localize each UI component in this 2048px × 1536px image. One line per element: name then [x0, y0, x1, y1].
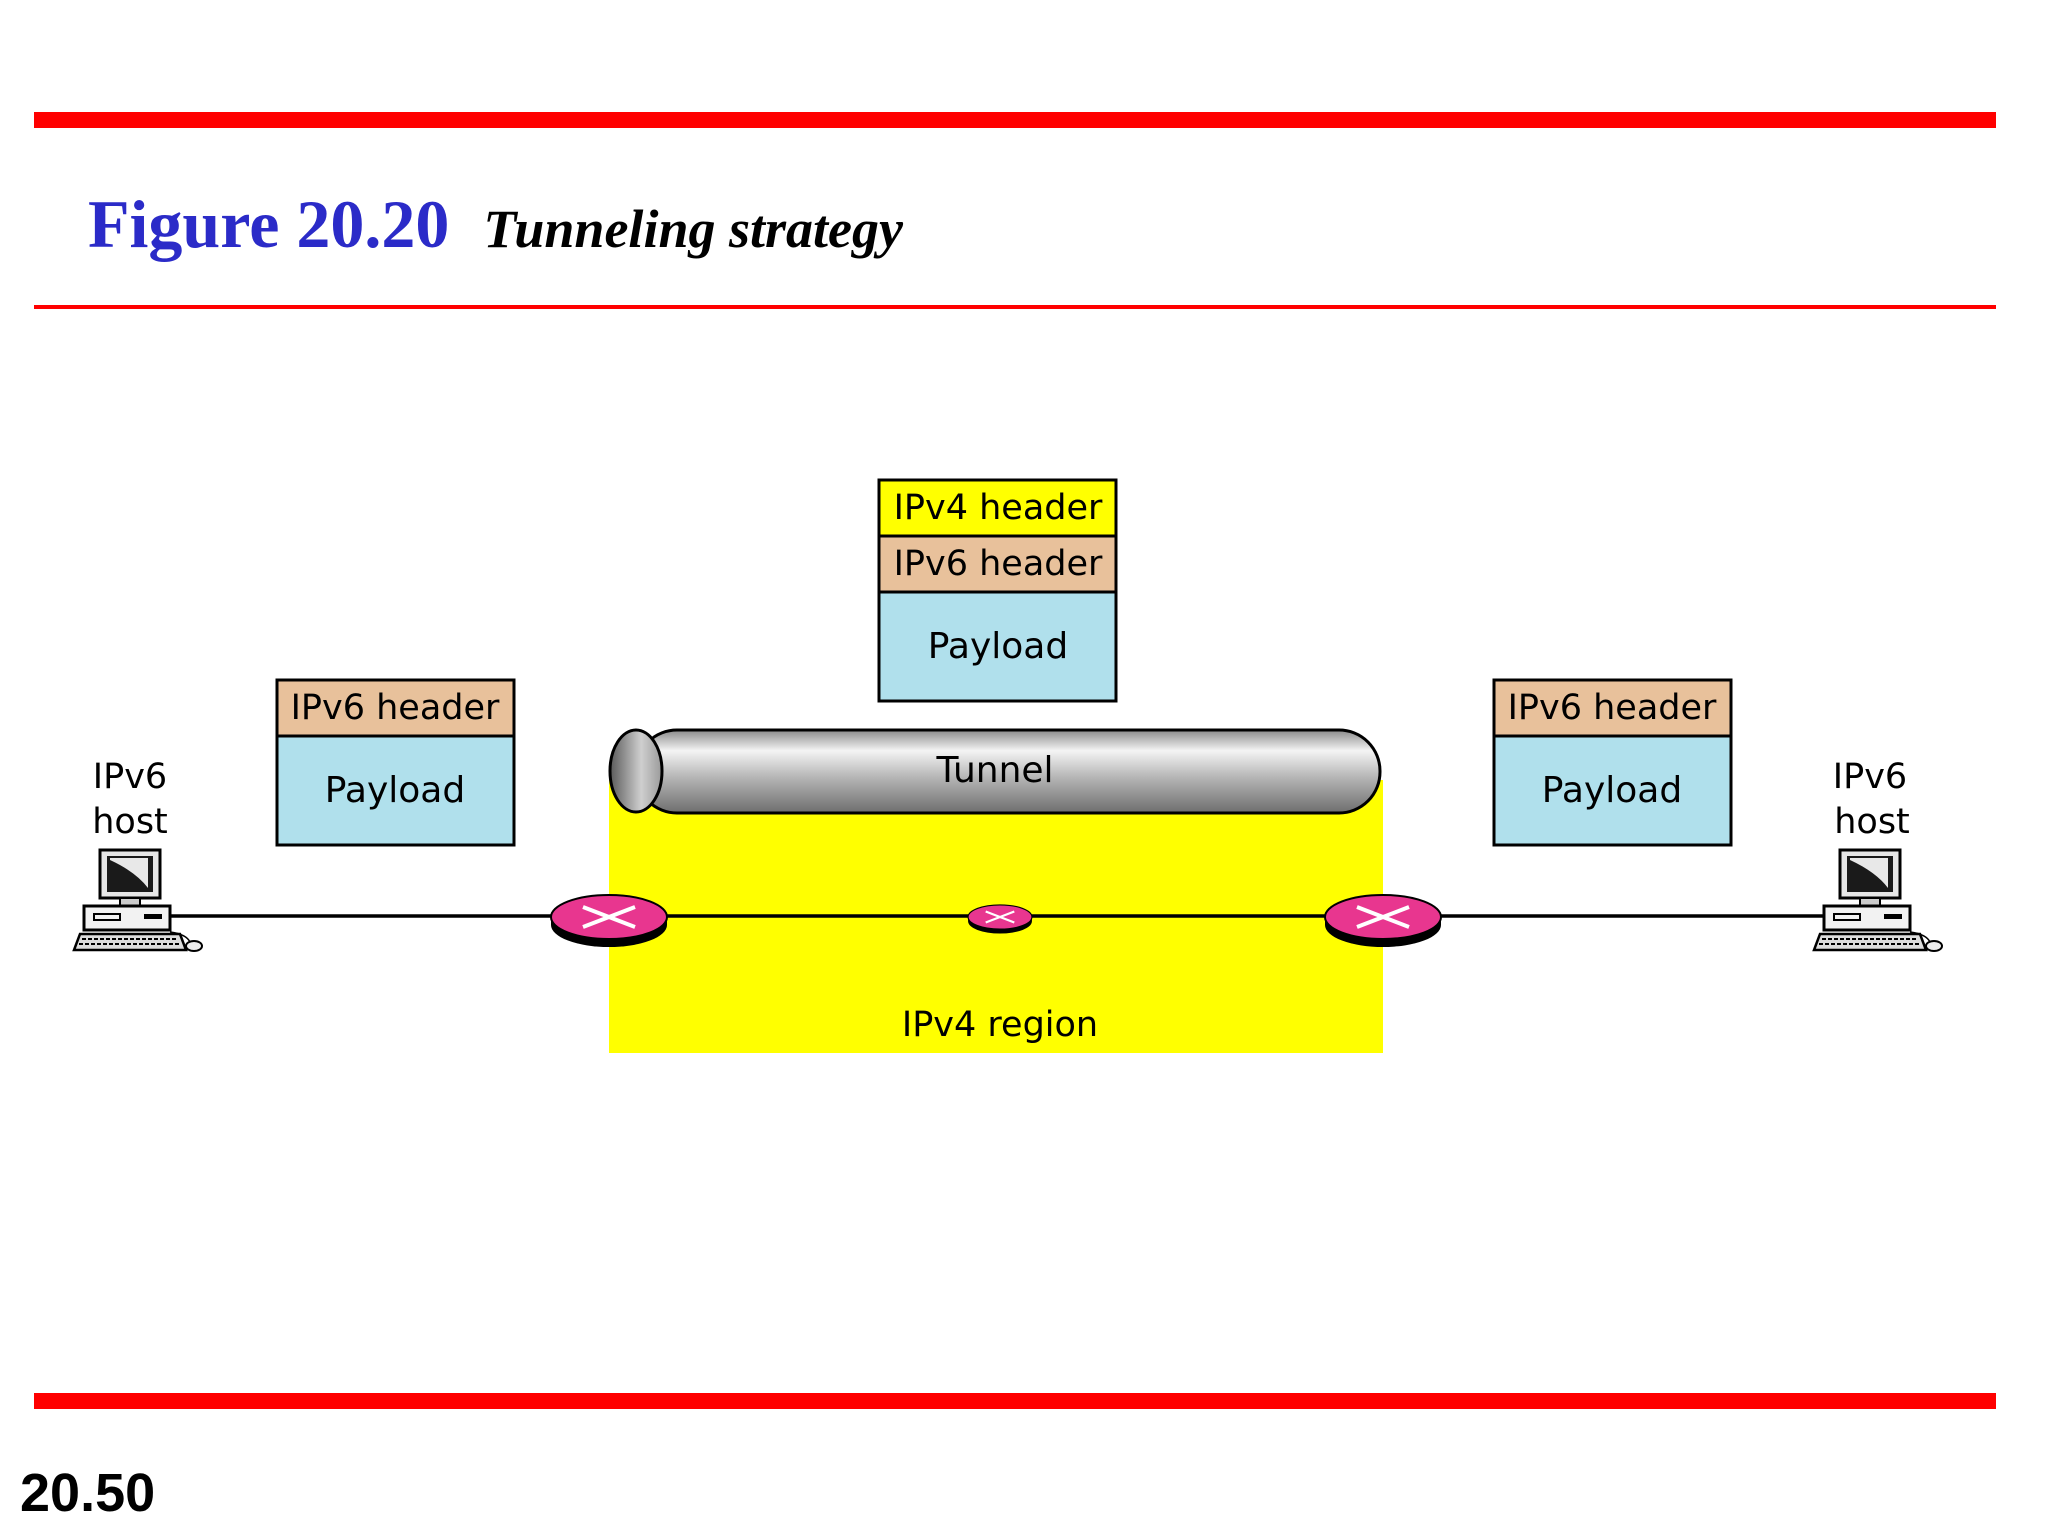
- tunnel-packet: IPv4 header IPv6 header Payload: [877, 478, 1118, 703]
- tunnel-packet-ipv4-header: IPv4 header: [894, 488, 1103, 528]
- right-host-label-line1: IPv6: [1833, 757, 1907, 797]
- page-number: 20.50: [20, 1463, 156, 1523]
- figure-number: Figure 20.20: [88, 186, 450, 262]
- right-ipv6-packet: IPv6 header Payload: [1492, 678, 1733, 847]
- middle-router-icon: [966, 903, 1034, 935]
- left-computer-icon: [72, 848, 204, 953]
- figure-title: Figure 20.20 Tunneling strategy: [88, 185, 903, 264]
- title-underline-rule: [34, 305, 1996, 309]
- bottom-red-rule: [34, 1393, 1996, 1409]
- top-red-rule: [34, 112, 1996, 128]
- left-host-label-line1: IPv6: [93, 757, 167, 797]
- right-packet-header: IPv6 header: [1508, 688, 1717, 728]
- tunnel-packet-payload: Payload: [928, 626, 1068, 667]
- right-computer-icon: [1812, 848, 1944, 953]
- figure-caption: Tunneling strategy: [483, 199, 903, 259]
- left-host-label-line2: host: [92, 802, 168, 842]
- left-packet-header: IPv6 header: [291, 688, 500, 728]
- tunnel-packet-ipv6-header: IPv6 header: [894, 544, 1103, 584]
- left-packet-payload: Payload: [325, 770, 465, 811]
- left-ipv6-packet: IPv6 header Payload: [275, 678, 516, 847]
- region-label: IPv4 region: [902, 1005, 1098, 1045]
- tunnel-label: Tunnel: [935, 750, 1053, 791]
- right-host-label-line2: host: [1834, 802, 1910, 842]
- right-packet-payload: Payload: [1542, 770, 1682, 811]
- left-router-icon: [549, 893, 669, 949]
- tunnel-pipe: Tunnel: [608, 728, 1382, 815]
- right-router-icon: [1323, 893, 1443, 949]
